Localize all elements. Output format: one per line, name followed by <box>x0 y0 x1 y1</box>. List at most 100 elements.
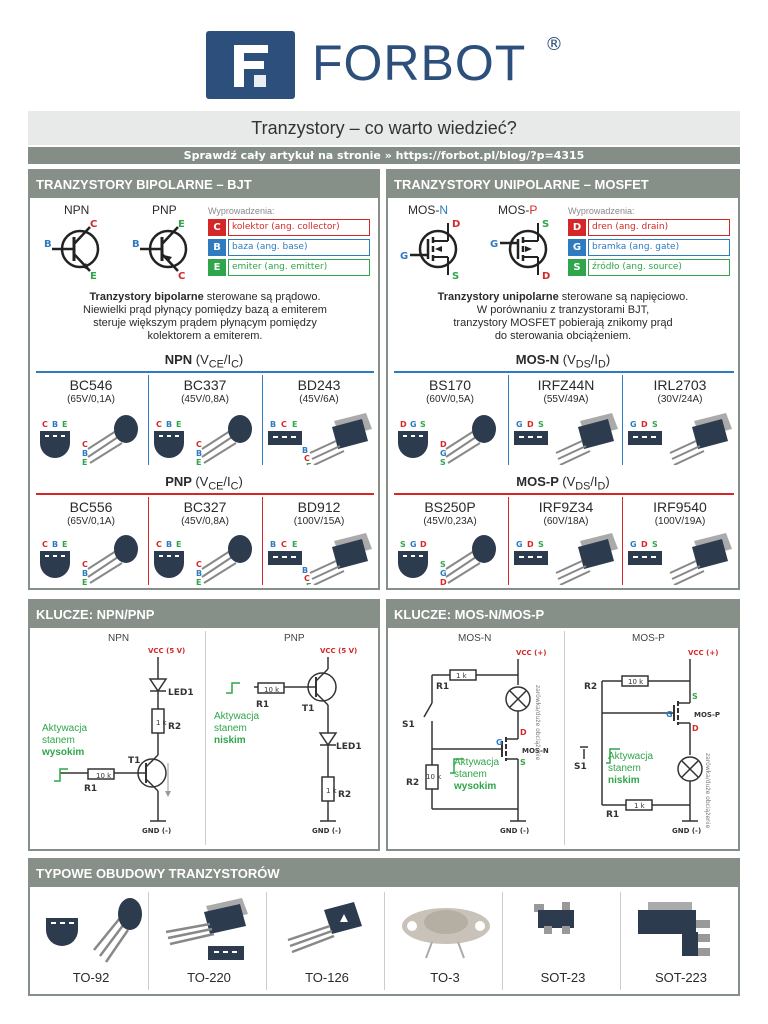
svg-text:B: B <box>166 540 172 549</box>
svg-text:S: S <box>652 420 658 429</box>
svg-text:R1: R1 <box>436 682 449 692</box>
mos-type-letter: P <box>529 203 538 217</box>
package-label: TO-126 <box>305 970 349 985</box>
registered-mark: ® <box>545 34 563 55</box>
activation-line: Aktywacja <box>454 757 500 768</box>
svg-text:B: B <box>82 569 88 578</box>
part-name: IRF9Z34 <box>538 499 594 515</box>
svg-text:R1: R1 <box>84 784 97 794</box>
svg-text:G: G <box>440 569 447 578</box>
desc-line: sterowane są napięciowo. <box>558 291 689 303</box>
svg-text:B: B <box>52 420 58 429</box>
svg-text:S: S <box>538 420 544 429</box>
svg-text:C: C <box>196 440 202 449</box>
mosn-label: MOS-N <box>408 203 448 217</box>
mosp-circuit-title: MOS-P <box>632 633 665 644</box>
npn-subhead: NPN (VCE/IC) <box>164 352 244 371</box>
part-name: BS250P <box>424 499 476 515</box>
packages-heading: TYPOWE OBUDOWY TRANZYSTORÓW <box>30 860 738 887</box>
pnp-activation-label: Aktywacja stanem niskim <box>214 711 259 747</box>
svg-text:GND (-): GND (-) <box>672 827 701 835</box>
svg-text:10 k: 10 k <box>264 686 280 694</box>
part-name: BC327 <box>183 499 227 515</box>
pin-letter: E <box>208 259 226 276</box>
mos-type-letter: N <box>439 203 449 217</box>
svg-text:LED1: LED1 <box>336 742 362 752</box>
svg-text:S1: S1 <box>574 762 587 772</box>
svg-text:1 k: 1 k <box>456 672 468 680</box>
pin-letter: S <box>568 259 586 276</box>
sot23-package-icon <box>534 902 574 934</box>
pin-letter: C <box>208 219 226 236</box>
divider <box>384 892 385 990</box>
to220-package-icon: BCE BCE <box>268 533 372 585</box>
svg-text:B: B <box>270 540 276 549</box>
svg-text:1 k: 1 k <box>634 802 646 810</box>
part-name: IRF9540 <box>653 499 707 515</box>
part-spec: (45V/0,23A) <box>423 516 477 527</box>
svg-text:B: B <box>196 449 202 458</box>
svg-text:C: C <box>304 454 310 463</box>
divider <box>508 375 509 465</box>
pin-letter: D <box>568 219 586 236</box>
svg-text:G: G <box>440 449 447 458</box>
activation-level: niskim <box>608 775 640 786</box>
svg-text:C: C <box>156 540 162 549</box>
keys-bjt-panel: KLUCZE: NPN/PNP NPN PNP VCC (5 V) LED1 1… <box>28 599 380 851</box>
mosp-key-circuit-diagram: VCC (+) 10 k R2 S1 1 k R1 G S D MOS-P GN… <box>574 649 720 835</box>
activation-line: stanem <box>608 763 641 774</box>
forbot-logo-mark <box>206 31 295 99</box>
mosp-rule <box>394 493 734 495</box>
mosfet-heading: TRANZYSTORY UNIPOLARNE – MOSFET <box>388 171 738 198</box>
part-spec: (65V/0,1A) <box>67 516 115 527</box>
pin-text: bramka (ang. gate) <box>588 239 730 256</box>
svg-text:G: G <box>516 540 523 549</box>
svg-text:C: C <box>156 420 162 429</box>
article-link[interactable]: Sprawdź cały artykuł na stronie » https:… <box>28 147 740 164</box>
part-name: BC556 <box>69 499 113 515</box>
part-spec: (60V/18A) <box>543 516 589 527</box>
svg-text:D: D <box>520 728 527 737</box>
svg-text:R1: R1 <box>256 700 269 710</box>
svg-text:MOS-P: MOS-P <box>694 711 720 719</box>
mos-prefix: MOS- <box>408 203 440 217</box>
svg-text:B: B <box>44 239 52 250</box>
svg-text:S: S <box>440 458 446 465</box>
svg-text:D: D <box>527 420 534 429</box>
svg-text:D: D <box>527 540 534 549</box>
pin-emitter: E emiter (ang. emitter) <box>208 259 370 276</box>
svg-text:G: G <box>410 420 417 429</box>
to92-package-icon <box>46 898 142 963</box>
svg-text:G: G <box>496 738 503 747</box>
divider <box>266 892 267 990</box>
pnp-symbol-icon: E B C <box>132 219 188 282</box>
svg-text:E: E <box>292 420 297 429</box>
pin-letter: G <box>568 239 586 256</box>
pin-letter: B <box>208 239 226 256</box>
svg-text:C: C <box>304 574 310 583</box>
keys-bjt-heading: KLUCZE: NPN/PNP <box>30 601 378 628</box>
bjt-panel: TRANZYSTORY BIPOLARNE – BJT NPN PNP C B … <box>28 169 380 590</box>
part-name: BS170 <box>428 377 472 393</box>
to126-package-icon <box>287 902 362 954</box>
divider <box>622 497 623 585</box>
part-name: IRL2703 <box>653 377 707 393</box>
desc-bold: Tranzystory bipolarne <box>89 291 204 303</box>
package-label: TO-3 <box>430 970 460 985</box>
svg-text:C: C <box>281 420 287 429</box>
svg-text:VCC (5 V): VCC (5 V) <box>320 647 357 655</box>
divider <box>148 375 149 465</box>
to3-package-icon <box>402 908 490 959</box>
svg-text:D: D <box>440 578 447 585</box>
pnp-rule <box>36 493 374 495</box>
npn-symbol-icon: C B E <box>44 219 100 282</box>
svg-text:D: D <box>420 540 427 549</box>
svg-text:B: B <box>52 540 58 549</box>
part-spec: (30V/24A) <box>657 394 703 405</box>
